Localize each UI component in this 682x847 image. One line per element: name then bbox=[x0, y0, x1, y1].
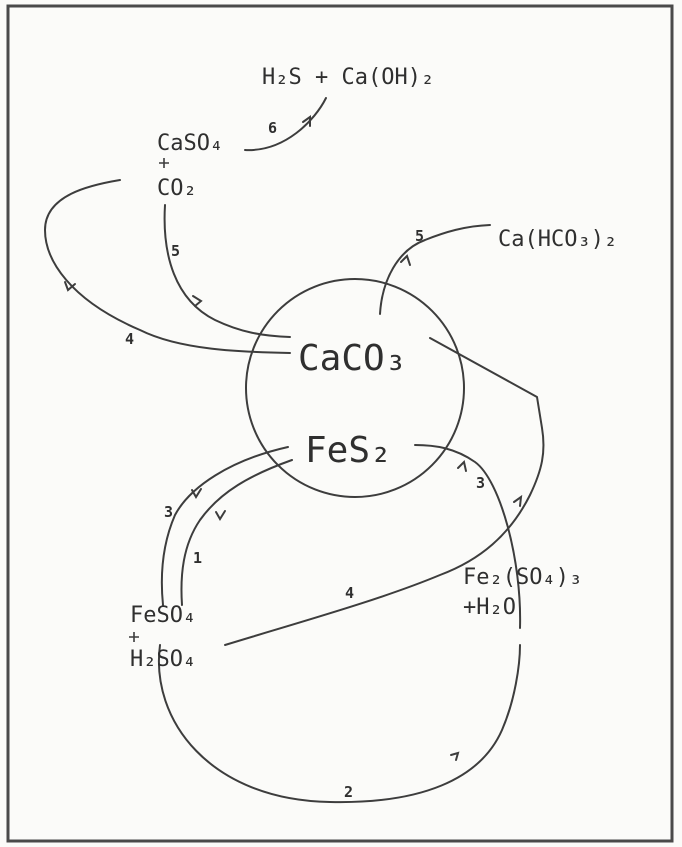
label-h2so4: H₂SO₄ bbox=[130, 647, 196, 672]
step-6-label: 6 bbox=[268, 119, 277, 137]
label-caco3: CaCO₃ bbox=[298, 338, 406, 379]
arrow-5-top-head bbox=[400, 254, 411, 266]
step-5-top-label: 5 bbox=[415, 227, 424, 245]
step-2-label: 2 bbox=[344, 783, 353, 801]
label-h2s-caoh2: H₂S + Ca(OH)₂ bbox=[262, 65, 434, 90]
label-caso4: CaSO₄ bbox=[157, 131, 223, 156]
arrow-4-left-curve bbox=[44, 179, 291, 354]
arrow-5-left-curve bbox=[163, 204, 291, 338]
arrow-3-right-head bbox=[457, 460, 467, 472]
label-fes2: FeS₂ bbox=[305, 430, 392, 471]
arrow-6-head bbox=[302, 115, 311, 127]
arrow-2-head bbox=[450, 751, 460, 761]
arrow-3-left-head bbox=[191, 488, 202, 499]
arrow-4-bottom-curve bbox=[224, 337, 545, 646]
step-3-right-label: 3 bbox=[476, 474, 485, 492]
central-circle bbox=[245, 278, 465, 498]
diagram-frame bbox=[6, 4, 674, 843]
arrow-5-left-head bbox=[192, 295, 203, 307]
plus-sign-feso4-h2so4 bbox=[129, 632, 139, 642]
step-4-bottom-label: 4 bbox=[345, 584, 354, 602]
plus-sign-caso4-co2 bbox=[159, 158, 169, 168]
arrow-3-left-curve bbox=[160, 446, 289, 606]
arrow-1-head bbox=[215, 510, 226, 521]
label-fe2so4-3: Fe₂(SO₄)₃ bbox=[463, 565, 582, 590]
label-cahco3: Ca(HCO₃)₂ bbox=[498, 227, 617, 252]
arrow-6-curve bbox=[244, 97, 327, 152]
arrow-3-right-curve bbox=[414, 444, 522, 629]
step-4-left-label: 4 bbox=[125, 330, 134, 348]
step-3-left-label: 3 bbox=[164, 503, 173, 521]
label-h2o: +H₂O bbox=[463, 595, 516, 620]
arrow-4-bottom-head bbox=[513, 494, 523, 507]
arrow-2-curve bbox=[157, 644, 521, 804]
label-co2: CO₂ bbox=[157, 176, 197, 201]
step-5-left-label: 5 bbox=[171, 242, 180, 260]
label-feso4: FeSO₄ bbox=[130, 603, 196, 628]
arrow-1-curve bbox=[180, 459, 293, 606]
step-1-label: 1 bbox=[193, 549, 202, 567]
arrow-4-left-head bbox=[64, 281, 76, 292]
arrow-5-top-curve bbox=[379, 224, 491, 315]
